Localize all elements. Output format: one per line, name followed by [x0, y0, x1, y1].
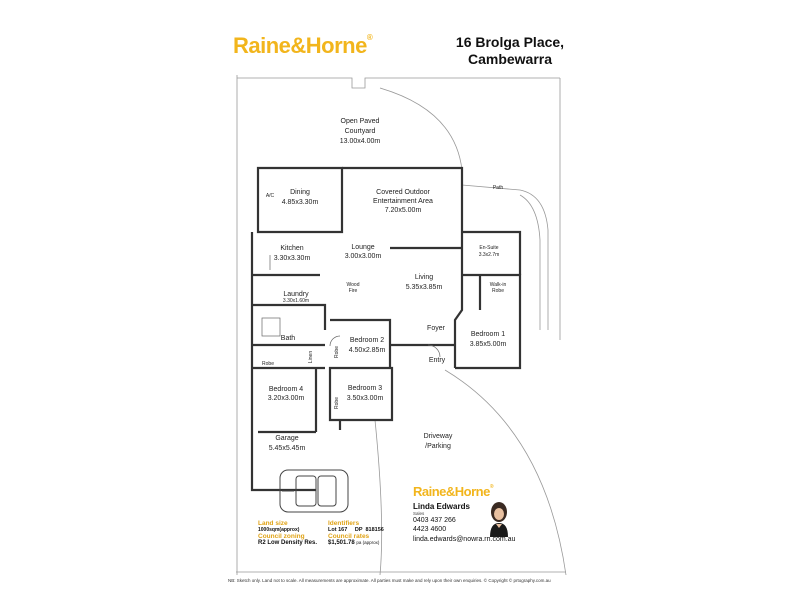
laundry-name: Laundry [283, 291, 309, 298]
kitchen-size: 3.30x3.30m [274, 255, 311, 262]
footer-disclaimer: NB: Sketch only. Land not to scale. All … [228, 578, 551, 583]
kitchen-name: Kitchen [280, 245, 303, 252]
agent-email[interactable]: linda.edwards@nowra.rh.com.au [413, 536, 516, 543]
bedroom1-size: 3.85x5.00m [470, 341, 507, 348]
rates-value: $1,501.78 [328, 540, 355, 546]
boundary-lines [236, 75, 567, 576]
bedroom2-name: Bedroom 2 [350, 337, 384, 344]
dining-size: 4.85x3.30m [282, 199, 319, 206]
land-info: Land size 1000sqm(approx) Council zoning… [258, 520, 328, 546]
agent-details: Linda Edwards Sales 0403 437 266 4423 46… [413, 502, 533, 544]
agent-name: Linda Edwards [413, 502, 470, 511]
courtyard-name-2: Courtyard [345, 128, 376, 135]
covered-size: 7.20x5.00m [385, 207, 422, 214]
ac-label: A/C [266, 193, 275, 199]
zoning-label: Council zoning [258, 533, 305, 540]
bath-label: Bath [281, 335, 296, 342]
driveway-name-2: /Parking [425, 443, 451, 450]
bedroom1-name: Bedroom 1 [471, 331, 505, 338]
driveway-name-1: Driveway [424, 433, 453, 440]
lounge-name: Lounge [351, 244, 374, 251]
rates-note: pa (approx) [356, 540, 380, 545]
lot-info: Identifiers Lot 167 DP 818156 Council ra… [328, 520, 406, 546]
identifiers-value: Lot 167 DP 818156 [328, 527, 384, 533]
robe-label-bed4: Robe [262, 361, 274, 367]
ensuite-size: 3.3x2.7m [479, 252, 500, 258]
zoning-value: R2 Low Density Res. [258, 540, 318, 546]
linen-label: Linen [308, 351, 314, 363]
ensuite-name: En-Suite [479, 245, 498, 251]
property-address: 16 Brolga Place, Cambewarra [440, 34, 580, 68]
agent-title: Sales [413, 511, 425, 516]
covered-name-1: Covered Outdoor [376, 189, 430, 196]
agent-photo [484, 497, 514, 537]
covered-name-2: Entertainment Area [373, 198, 433, 205]
car-icon [279, 469, 349, 513]
dining-name: Dining [290, 189, 310, 196]
courtyard-name-1: Open Paved [341, 118, 380, 125]
land-size-label: Land size [258, 520, 288, 527]
laundry-size: 3.30x1.60m [283, 298, 309, 304]
address-line-2: Cambewarra [467, 51, 553, 67]
living-name: Living [415, 274, 433, 281]
living-size: 5.35x3.85m [406, 284, 443, 291]
walkin-line-1: Walk-in [490, 282, 507, 288]
woodfire-line-2: Fire [349, 288, 358, 294]
lounge-size: 3.00x3.00m [345, 253, 382, 260]
bedroom4-size: 3.20x3.00m [268, 395, 305, 402]
robe-label-bed3: Robe [334, 397, 340, 409]
building-walls [250, 166, 522, 492]
garage-name: Garage [275, 435, 298, 442]
bedroom3-size: 3.50x3.00m [347, 395, 384, 402]
brand-logo: Raine&Horne® [233, 33, 373, 58]
agent-brand-logo: Raine&Horne® [413, 484, 494, 499]
door-swings [261, 255, 441, 358]
identifiers-label: Identifiers [328, 520, 360, 527]
walkin-line-2: Robe [492, 288, 504, 294]
bedroom2-size: 4.50x2.85m [349, 347, 386, 354]
bedroom4-name: Bedroom 4 [269, 386, 303, 393]
agent-mobile[interactable]: 0403 437 266 [413, 517, 456, 524]
agent-phone[interactable]: 4423 4600 [413, 526, 447, 533]
woodfire-line-1: Wood [347, 282, 360, 288]
land-size-value: 1000sqm(approx) [258, 527, 300, 533]
robe-label-bed2: Robe [334, 346, 340, 358]
path-label: Path [493, 185, 504, 191]
foyer-label: Foyer [427, 325, 446, 332]
garage-size: 5.45x5.45m [269, 445, 306, 452]
entry-label: Entry [429, 357, 446, 364]
address-line-1: 16 Brolga Place, [455, 34, 565, 50]
bedroom3-name: Bedroom 3 [348, 385, 382, 392]
courtyard-size: 13.00x4.00m [340, 138, 381, 145]
rates-label: Council rates [328, 533, 370, 540]
